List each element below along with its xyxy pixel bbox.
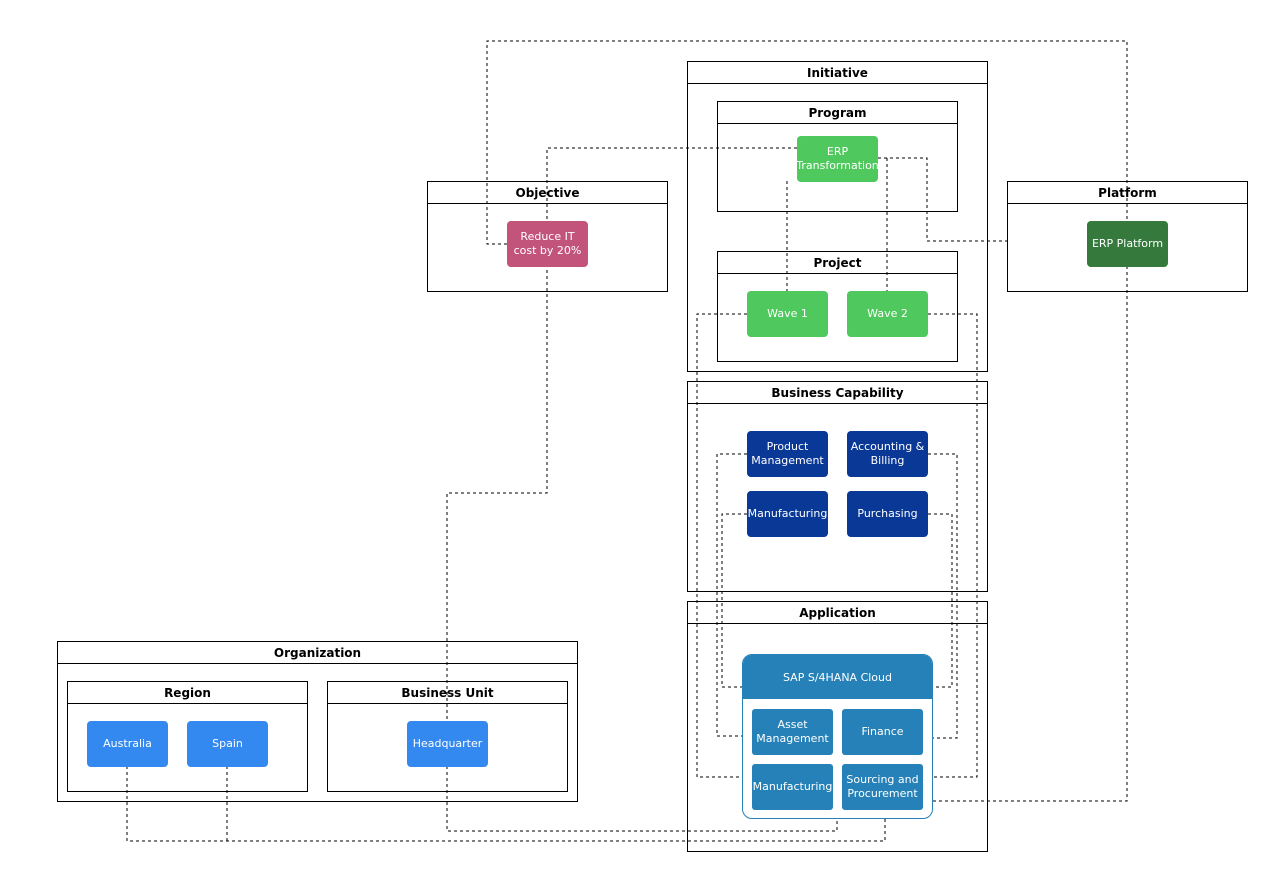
business-capability-title: Business Capability	[688, 382, 987, 404]
business-unit-container: Business Unit	[327, 681, 568, 792]
platform-container: Platform	[1007, 181, 1248, 292]
finance-node[interactable]: Finance	[842, 709, 923, 755]
asset-management-node[interactable]: Asset Management	[752, 709, 833, 755]
initiative-container: Initiative	[687, 61, 988, 372]
application-container: Application	[687, 601, 988, 852]
organization-container: Organization	[57, 641, 578, 802]
region-title: Region	[68, 682, 307, 704]
australia-node[interactable]: Australia	[87, 721, 168, 767]
erp-transformation-node[interactable]: ERP Transformation	[796, 136, 879, 182]
spain-node[interactable]: Spain	[187, 721, 268, 767]
product-management-node[interactable]: Product Management	[747, 431, 828, 477]
headquarter-node[interactable]: Headquarter	[407, 721, 488, 767]
organization-title: Organization	[58, 642, 577, 664]
reduce-it-cost-node[interactable]: Reduce IT cost by 20%	[507, 221, 588, 267]
manufacturing-capability-node[interactable]: Manufacturing	[747, 491, 828, 537]
objective-title: Objective	[428, 182, 667, 204]
wave-2-node[interactable]: Wave 2	[847, 291, 928, 337]
purchasing-node[interactable]: Purchasing	[847, 491, 928, 537]
erp-platform-node[interactable]: ERP Platform	[1087, 221, 1168, 267]
objective-container: Objective	[427, 181, 668, 292]
business-unit-title: Business Unit	[328, 682, 567, 704]
sap-s4hana-cloud-title: SAP S/4HANA Cloud	[743, 655, 932, 699]
project-container: Project	[717, 251, 958, 362]
wave-1-node[interactable]: Wave 1	[747, 291, 828, 337]
application-title: Application	[688, 602, 987, 624]
program-container: Program	[717, 101, 958, 212]
region-container: Region	[67, 681, 308, 792]
business-capability-container: Business Capability	[687, 381, 988, 592]
accounting-billing-node[interactable]: Accounting & Billing	[847, 431, 928, 477]
project-title: Project	[718, 252, 957, 274]
initiative-title: Initiative	[688, 62, 987, 84]
sourcing-procurement-node[interactable]: Sourcing and Procurement	[842, 764, 923, 810]
platform-title: Platform	[1008, 182, 1247, 204]
program-title: Program	[718, 102, 957, 124]
manufacturing-application-node[interactable]: Manufacturing	[752, 764, 833, 810]
